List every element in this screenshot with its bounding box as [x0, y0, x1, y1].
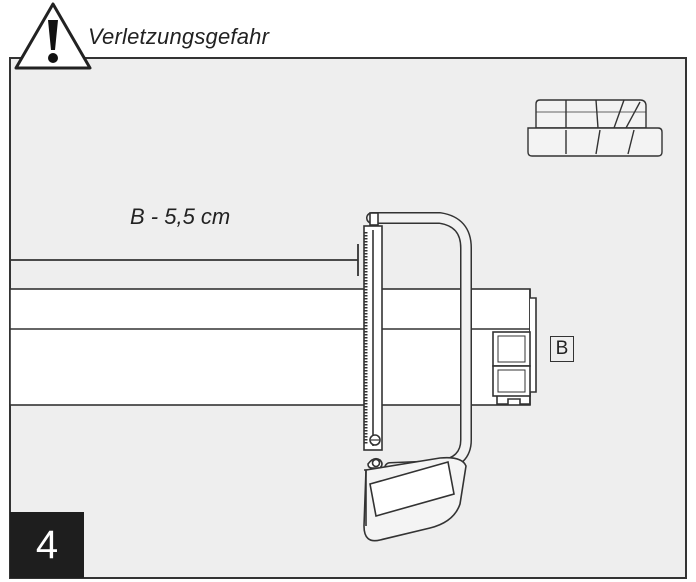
wood-blocks-icon: [527, 99, 663, 157]
step-number-badge: 4: [10, 512, 84, 578]
dimension-line: [10, 244, 359, 276]
warning-label: Verletzungsgefahr: [88, 24, 270, 49]
step-number: 4: [35, 522, 59, 567]
profile-label-badge: B: [550, 336, 574, 362]
profile-rail: [9, 288, 537, 406]
dimension-label: B - 5,5 cm: [130, 204, 231, 229]
hacksaw-icon: [363, 212, 472, 542]
warning-triangle-icon: [14, 2, 92, 70]
